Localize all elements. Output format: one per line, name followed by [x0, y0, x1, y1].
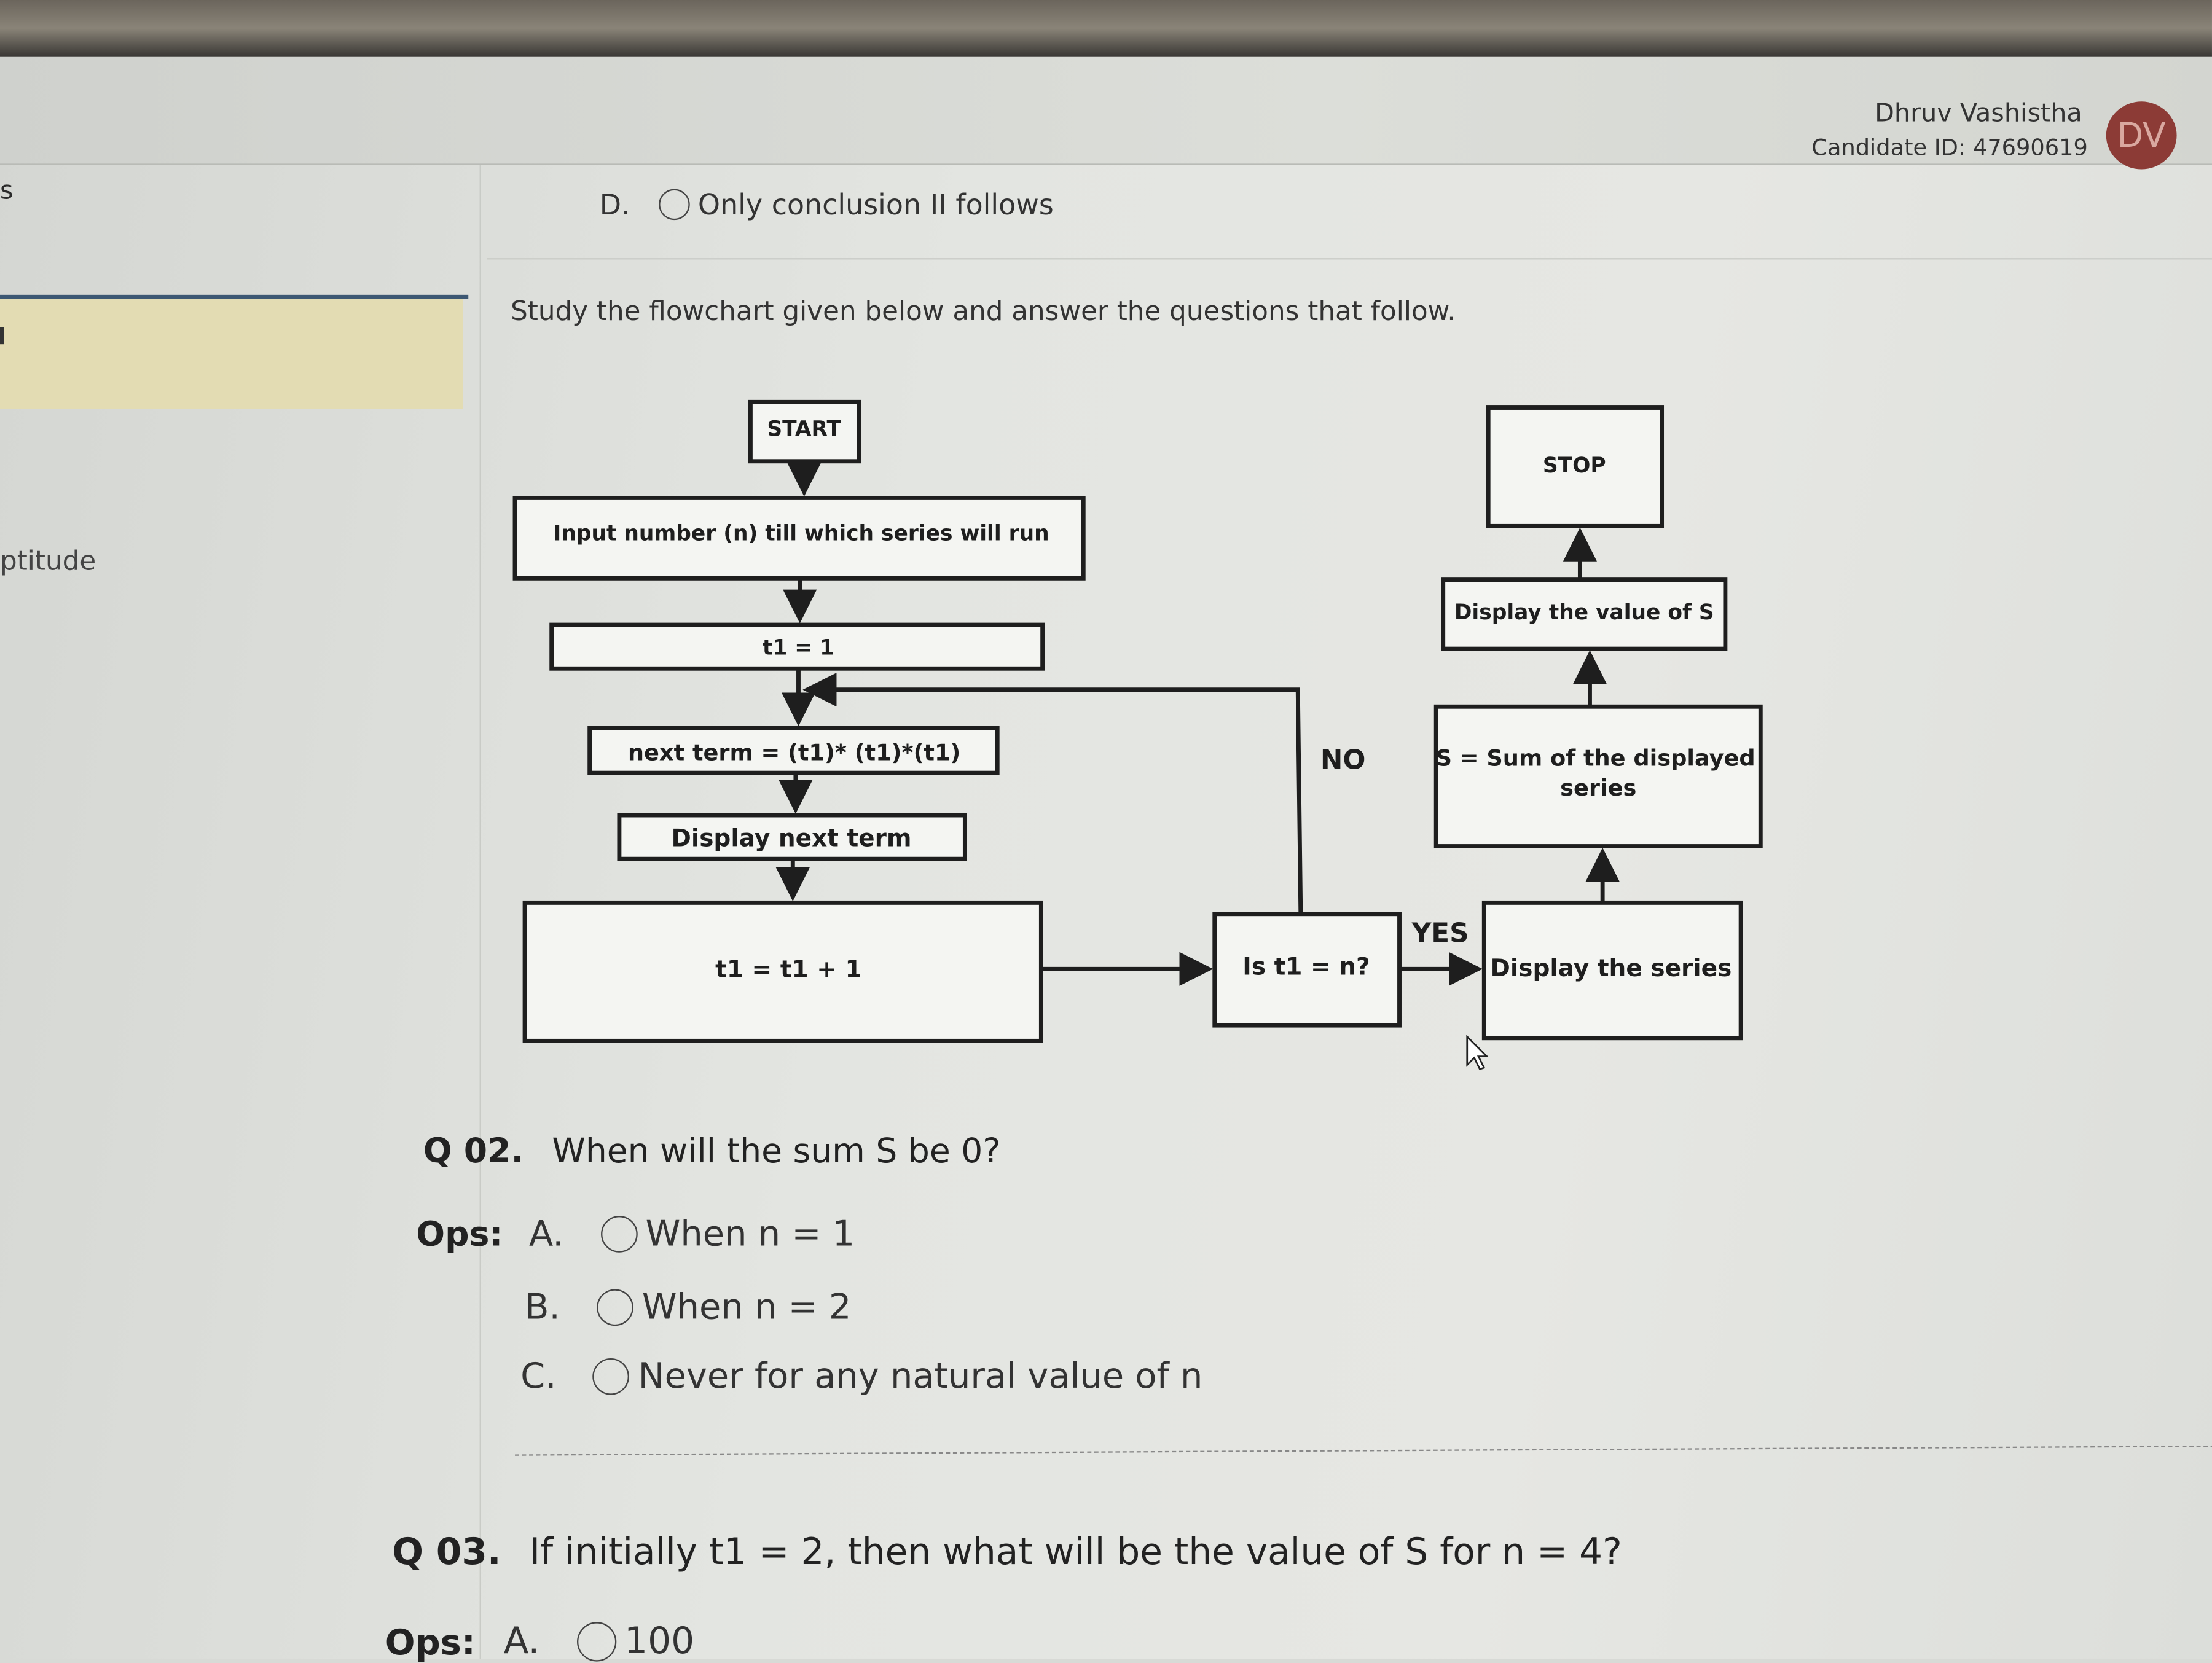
start-label: START: [767, 417, 841, 441]
sidebar-section-aptitude[interactable]: ptitude: [0, 546, 96, 577]
divider: [487, 258, 2212, 260]
ops-label: Ops:: [416, 1214, 503, 1254]
stop-box: [1486, 405, 1665, 528]
option-text: 100: [624, 1620, 695, 1663]
sidebar-selected-item[interactable]: [0, 299, 463, 409]
question-q03: Q 03. If initially t1 = 2, then what will…: [392, 1532, 1622, 1574]
ops-label: Ops:: [385, 1622, 476, 1663]
yes-label: YES: [1411, 918, 1469, 949]
increment-label: t1 = t1 + 1: [715, 956, 861, 984]
question-number: Q 03.: [392, 1532, 501, 1575]
selected-marker: [0, 327, 4, 345]
option-c[interactable]: C. Never for any natural value of n: [520, 1355, 1202, 1396]
decision-box: [1212, 912, 1402, 1028]
option-letter: D.: [599, 187, 630, 222]
option-letter: A.: [503, 1620, 540, 1663]
flowchart: START Input number (n) till which series…: [512, 399, 1763, 1070]
sidebar-item-partial[interactable]: s: [0, 176, 14, 206]
radio-button[interactable]: [597, 1288, 634, 1325]
loop-arrow: [802, 673, 1303, 914]
monitor-bezel: [0, 0, 2212, 57]
sum-box: [1433, 704, 1763, 848]
option-letter: C.: [520, 1355, 557, 1396]
no-label: NO: [1320, 745, 1366, 775]
instruction-text: Study the flowchart given below and answ…: [511, 296, 1456, 327]
option-text: When n = 2: [641, 1286, 852, 1328]
question-separator: [515, 1445, 2212, 1456]
option-a[interactable]: A. When n = 1: [529, 1213, 855, 1254]
avatar[interactable]: DV: [2106, 101, 2177, 170]
input-label: Input number (n) till which series will …: [554, 521, 1049, 546]
radio-button[interactable]: [576, 1622, 616, 1662]
sidebar-divider: [0, 294, 469, 299]
user-name: Dhruv Vashistha: [1875, 98, 2082, 128]
display-s-box: [1441, 577, 1728, 651]
display-s-label: Display the value of S: [1454, 600, 1714, 625]
candidate-id: Candidate ID: 47690619: [1811, 134, 2088, 161]
question-q02: Q 02. When will the sum S be 0?: [423, 1131, 1001, 1170]
header-bar: Dhruv Vashistha Candidate ID: 47690619: [0, 56, 2212, 165]
sum-label-line2: series: [1560, 775, 1636, 801]
input-box: [512, 496, 1086, 581]
next-term-box: [587, 726, 1000, 775]
display-next-label: Display next term: [671, 825, 911, 853]
option-text: When n = 1: [645, 1213, 855, 1254]
display-series-label: Display the series: [1490, 955, 1732, 982]
display-series-box: [1481, 900, 1743, 1041]
increment-box: [522, 900, 1043, 1043]
sidebar: s ptitude: [0, 165, 481, 1659]
start-box: [748, 399, 861, 464]
mouse-cursor-icon: [1466, 1035, 1489, 1070]
question-number: Q 02.: [423, 1131, 524, 1171]
next-term-label: next term = (t1)* (t1)*(t1): [628, 739, 960, 765]
option-letter: B.: [525, 1286, 560, 1328]
option-text: Never for any natural value of n: [638, 1355, 1203, 1396]
decision-label: Is t1 = n?: [1242, 953, 1370, 980]
radio-button[interactable]: [658, 189, 690, 221]
init-label: t1 = 1: [763, 635, 834, 660]
question-text: If initially t1 = 2, then what will be t…: [529, 1532, 1622, 1575]
option-text: Only conclusion II follows: [697, 187, 1054, 222]
option-letter: A.: [528, 1213, 564, 1254]
sum-label-line1: S = Sum of the displayed: [1436, 745, 1755, 772]
radio-button[interactable]: [593, 1357, 630, 1395]
radio-button[interactable]: [600, 1215, 637, 1252]
option-a[interactable]: A. 100: [504, 1621, 694, 1663]
option-b[interactable]: B. When n = 2: [525, 1286, 851, 1328]
stop-label: STOP: [1543, 453, 1606, 478]
question-text: When will the sum S be 0?: [552, 1131, 1001, 1171]
option-d[interactable]: D. Only conclusion II follows: [600, 187, 1054, 221]
